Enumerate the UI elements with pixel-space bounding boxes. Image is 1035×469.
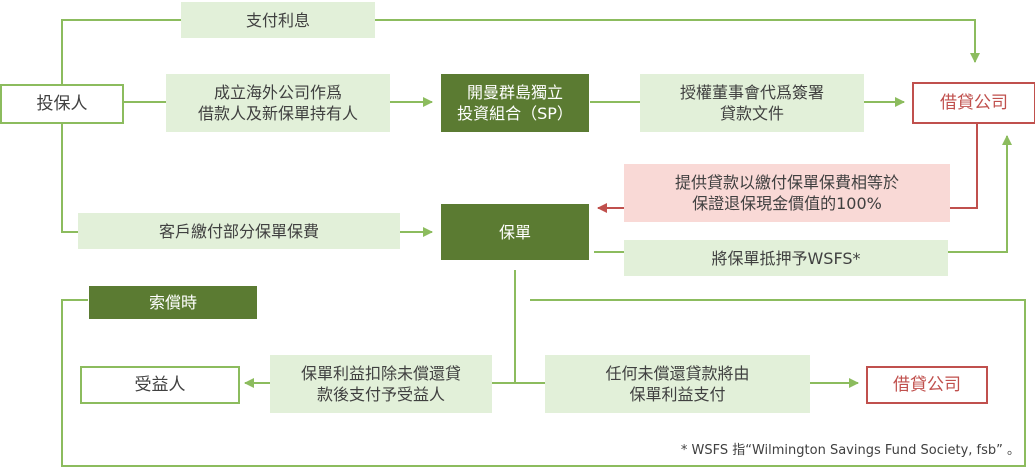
outstanding-line-2: 保單利益支付 (629, 385, 726, 404)
line-policyholder-up (61, 19, 182, 84)
provide-loan-line-2: 保證退保現金價值的100% (692, 194, 882, 213)
policy-box: 保單 (441, 204, 589, 260)
policyholder-label: 投保人 (36, 93, 88, 114)
line-lender-to-loan (950, 124, 978, 209)
sp-box: 開曼群島獨立 投資組合（SP） (441, 74, 589, 132)
sp-line-1: 開曼群島獨立 (466, 83, 563, 102)
interest-payment-box: 支付利息 (181, 2, 375, 38)
authorize-board-line-2: 貸款文件 (719, 104, 784, 123)
line-interest-to-lender (374, 19, 980, 63)
pledge-label: 將保單抵押予WSFS* (711, 248, 861, 268)
deduct-pay-line-2: 款後支付予受益人 (316, 385, 445, 404)
outstanding-box: 任何未償還貸款將由 保單利益支付 (545, 355, 810, 413)
lender-bottom-label: 借貸公司 (893, 374, 961, 395)
provide-loan-box: 提供貸款以繳付保單保費相等於 保證退保現金價值的100% (624, 164, 950, 222)
client-pays-box: 客戶繳付部分保單保費 (78, 213, 400, 249)
footnote: * WSFS 指“Wilmington Savings Fund Society… (680, 443, 1020, 458)
beneficiary-label: 受益人 (134, 374, 186, 395)
beneficiary-box: 受益人 (80, 366, 240, 404)
deduct-pay-box: 保單利益扣除未償還貸 款後支付予受益人 (270, 355, 492, 413)
line-claim-frame (61, 299, 1026, 467)
line-policyholder-down (61, 122, 78, 233)
sp-line-2: 投資組合（SP） (457, 104, 573, 123)
provide-loan-line-1: 提供貸款以繳付保單保費相等於 (674, 173, 899, 192)
set-up-company-line-1: 成立海外公司作爲 (213, 83, 342, 102)
authorize-board-box: 授權董事會代爲簽署 貸款文件 (640, 74, 864, 132)
claim-time-label: 索償時 (148, 293, 197, 312)
deduct-pay-line-1: 保單利益扣除未償還貸 (300, 364, 461, 383)
policy-label: 保單 (498, 222, 531, 242)
interest-payment-label: 支付利息 (245, 10, 310, 30)
set-up-company-box: 成立海外公司作爲 借款人及新保單持有人 (166, 74, 390, 132)
client-pays-label: 客戶繳付部分保單保費 (158, 221, 319, 241)
policyholder-box: 投保人 (0, 84, 124, 124)
outstanding-line-1: 任何未償還貸款將由 (605, 364, 750, 383)
pledge-box: 將保單抵押予WSFS* (624, 240, 948, 276)
lender-top-box: 借貸公司 (912, 82, 1035, 124)
lender-bottom-box: 借貸公司 (866, 366, 988, 404)
line-pledge-to-lender (948, 135, 1012, 253)
claim-time-box: 索償時 (89, 286, 257, 319)
authorize-board-line-1: 授權董事會代爲簽署 (679, 83, 824, 102)
lender-top-label: 借貸公司 (940, 92, 1008, 113)
set-up-company-line-2: 借款人及新保單持有人 (197, 104, 358, 123)
